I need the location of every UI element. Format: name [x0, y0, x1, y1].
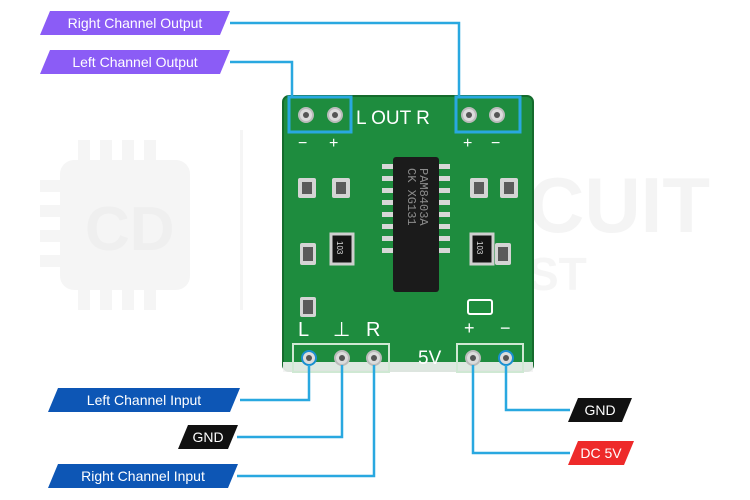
left-output-highlight: [287, 95, 353, 134]
watermark-text-top: CUIT: [528, 161, 710, 249]
right-channel-input-label: Right Channel Input: [48, 464, 238, 488]
svg-text:103: 103: [335, 241, 344, 255]
watermark-text-bottom: ST: [528, 248, 587, 300]
resistor-left: 103: [329, 232, 355, 266]
chip-marking-line2: CK XG131: [404, 168, 418, 226]
smd-components: [298, 178, 518, 317]
wire-gnd-input: [237, 365, 344, 439]
wire-right-input: [237, 365, 376, 478]
watermark-divider: [240, 130, 243, 310]
watermark: CD CUIT ST: [40, 130, 710, 310]
resistor-right: 103: [469, 232, 495, 266]
watermark-chip-icon: [40, 140, 190, 310]
input-R-label: R: [366, 319, 380, 341]
right-output-minus-label: −: [491, 135, 500, 152]
wire-gnd-power: [504, 365, 570, 412]
power-5v-label: 5V: [418, 348, 442, 369]
input-L-label: L: [298, 319, 309, 341]
gnd-input-label: GND: [178, 425, 238, 449]
output-header-text: L OUT R: [356, 108, 430, 129]
wire-right-output: [230, 21, 461, 97]
watermark-monogram: CD: [85, 195, 175, 264]
chip-marking-line1: PAM8403A: [416, 168, 430, 226]
wire-dc5v: [471, 365, 570, 455]
amplifier-ic: PAM8403A CK XG131: [382, 157, 450, 292]
power-minus-label: −: [500, 318, 511, 338]
left-output-plus-label: +: [329, 135, 338, 152]
left-output-minus-label: −: [298, 135, 307, 152]
right-output-plus-label: +: [463, 135, 472, 152]
svg-text:103: 103: [475, 241, 484, 255]
input-gnd-label: ⊥: [333, 319, 350, 341]
connector-wires: [230, 21, 570, 478]
dc-5v-label: DC 5V: [568, 441, 634, 465]
wire-left-input: [240, 365, 311, 402]
gnd-power-label: GND: [568, 398, 632, 422]
power-plus-label: +: [464, 318, 475, 338]
left-channel-output-label: Left Channel Output: [40, 50, 230, 74]
left-channel-input-label: Left Channel Input: [48, 388, 240, 412]
right-output-highlight: [454, 95, 522, 134]
power-header-outline: [456, 343, 524, 373]
right-channel-output-label: Right Channel Output: [40, 11, 230, 35]
amplifier-board: L OUT R − + + − PAM8403A CK XG131: [282, 95, 534, 373]
wire-left-output: [230, 60, 294, 97]
